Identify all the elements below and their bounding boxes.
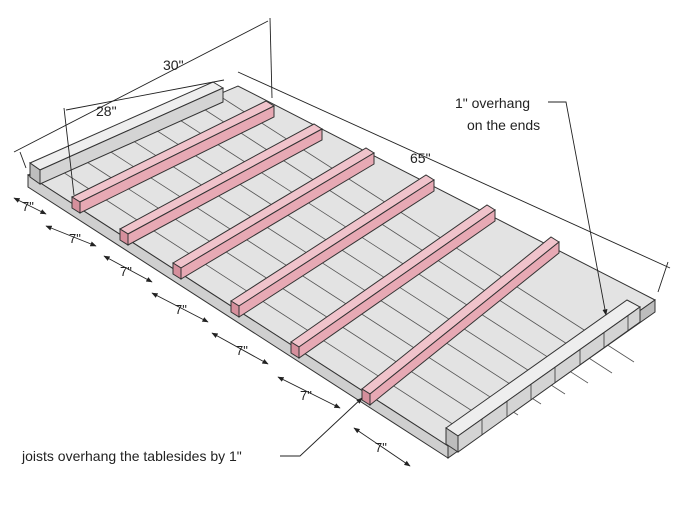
spacing-label-5: 7" [236,343,248,358]
note-overhang-ends-line2: on the ends [467,117,540,133]
joist [172,147,375,280]
joist [230,174,435,318]
dim-label-65: 65" [410,150,431,166]
joist [361,236,560,407]
dimension-length [237,71,671,293]
joists [70,100,560,407]
end-board-right [445,299,641,453]
spacing-label-6: 7" [300,388,312,403]
joist [290,204,496,359]
spacing-label-4: 7" [175,302,187,317]
spacing-label-2: 7" [69,231,81,246]
dimension-width [13,17,273,196]
joist [70,100,276,214]
leader-lines [280,101,608,457]
dim-label-30: 30" [163,57,184,73]
note-joists-overhang: joists overhang the tablesides by 1" [21,448,242,464]
joist [119,123,323,246]
spacing-label-3: 7" [120,264,132,279]
note-overhang-ends-line1: 1" overhang [455,95,530,111]
spacing-label-7: 7" [375,440,387,455]
end-board-left [28,81,225,185]
dim-label-28: 28" [96,103,117,119]
spacing-label-1: 7" [22,199,34,214]
spacing-arrows [13,197,411,467]
